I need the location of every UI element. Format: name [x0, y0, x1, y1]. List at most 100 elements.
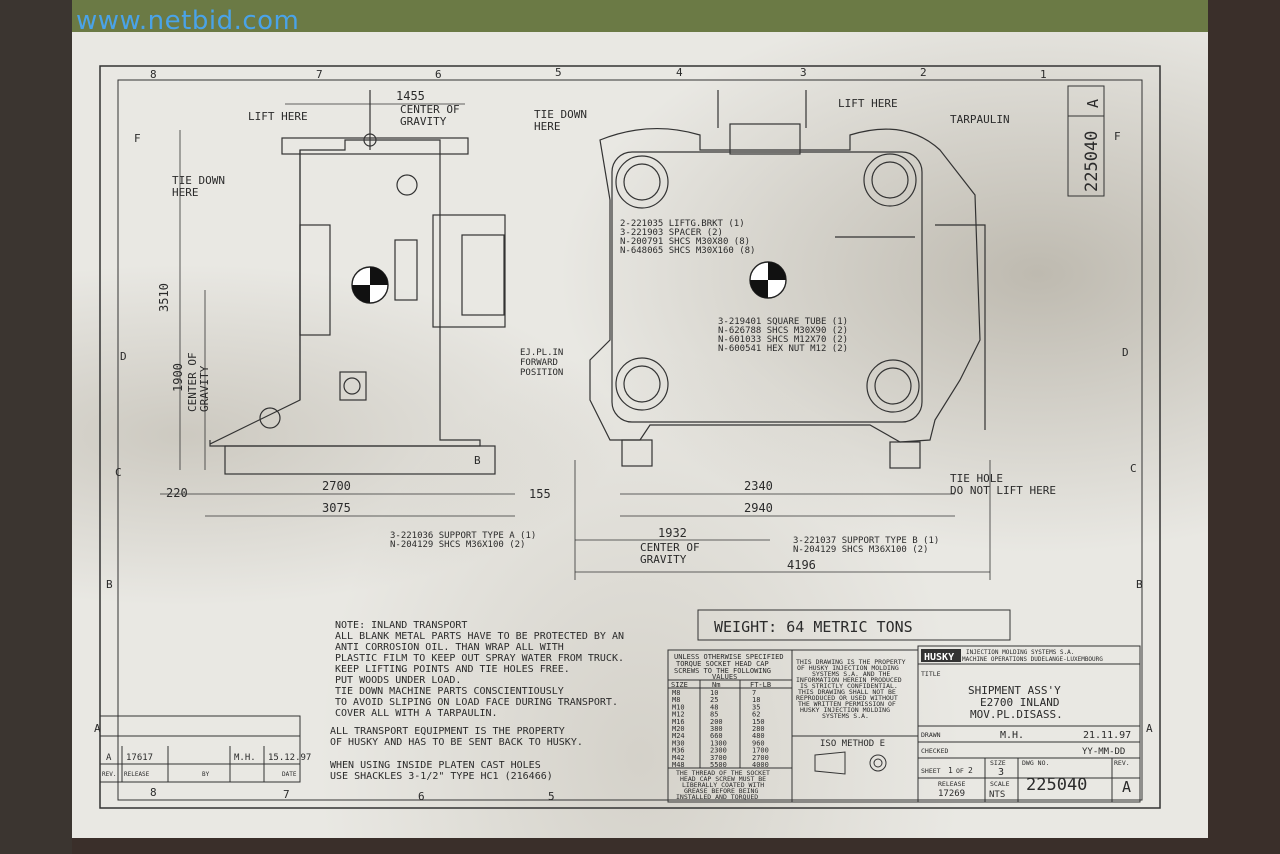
confidential-line: HUSKY INJECTION MOLDING [800, 706, 890, 714]
rev-date: 15.12.97 [268, 753, 311, 763]
note-line: NOTE: INLAND TRANSPORT [335, 620, 467, 631]
note-line: WHEN USING INSIDE PLATEN CAST HOLES [330, 760, 541, 771]
confidential-line: IS STRICTLY CONFIDENTIAL. [800, 682, 898, 690]
dim-1932: 1932 [658, 526, 687, 540]
torque-cell: M10 [672, 703, 685, 711]
zone-right: F [1114, 130, 1121, 143]
weight-label: WEIGHT: 64 METRIC TONS [714, 618, 913, 636]
torque-cell: M8 [672, 689, 680, 697]
note-line: KEEP LIFTING POINTS AND TIE HOLES FREE. [335, 664, 570, 675]
dim-155: 155 [529, 487, 551, 501]
dim-3510: 3510 [157, 283, 171, 312]
torque-cell: M36 [672, 747, 685, 755]
confidential-block: THIS DRAWING IS THE PROPERTY OF HUSKY IN… [791, 649, 919, 803]
lift-here-label-right: LIFT HERE [838, 97, 898, 110]
zone-top: 3 [800, 66, 807, 79]
torque-title: TORQUE SOCKET HEAD CAP [676, 660, 769, 668]
note-line: ALL TRANSPORT EQUIPMENT IS THE PROPERTY [330, 726, 565, 737]
zone-right: A [1146, 722, 1153, 735]
release-value: 17269 [938, 789, 965, 799]
size-label: SIZE [990, 759, 1006, 767]
of-label: OF [956, 767, 964, 775]
torque-footer: HEAD CAP SCREW MUST BE [680, 775, 766, 783]
torque-cell: 48 [710, 703, 718, 711]
torque-cell: 62 [752, 711, 760, 719]
zone-bottom: 5 [548, 790, 555, 803]
torque-cell: 200 [710, 718, 723, 726]
background-right [1208, 0, 1280, 854]
torque-cell: M30 [672, 739, 685, 747]
torque-cell: M20 [672, 725, 685, 733]
torque-cell: 2300 [710, 747, 727, 755]
tie-down-label-top: HERE [534, 120, 561, 133]
torque-cell: 4000 [752, 761, 769, 769]
torque-footer: INSTALLED AND TORQUED [676, 793, 758, 801]
torque-cell: M12 [672, 711, 685, 719]
drawing-title: MOV.PL.DISASS. [970, 708, 1063, 721]
torque-cell: 380 [710, 725, 723, 733]
note-line: TIE DOWN MACHINE PARTS CONSCIENTIOUSLY [335, 686, 564, 697]
support-b: 3-221037 SUPPORT TYPE B (1) [793, 536, 939, 546]
note-line: COVER ALL WITH A TARPAULIN. [335, 708, 498, 719]
zone-top: 6 [435, 68, 442, 81]
zone-top: 2 [920, 66, 927, 79]
tie-hole-label: TIE HOLE [950, 472, 1003, 485]
watermark: www.netbid.com [76, 6, 300, 36]
torque-cell: M24 [672, 732, 685, 740]
note-line: PUT WOODS UNDER LOAD. [335, 675, 461, 686]
rev-release: 17617 [126, 753, 153, 763]
checked-label: CHECKED [921, 747, 948, 755]
lift-here-label-left: LIFT HERE [248, 110, 308, 123]
tie-hole-label: DO NOT LIFT HERE [950, 484, 1056, 497]
outer-border [99, 65, 1161, 809]
parts-item: N-200791 SHCS M30X80 (8) [620, 237, 750, 247]
zone-left: B [106, 578, 113, 591]
support-b: N-204129 SHCS M36X100 (2) [793, 545, 928, 555]
rev-header: DATE [282, 771, 297, 778]
note-line: OF HUSKY AND HAS TO BE SENT BACK TO HUSK… [330, 737, 583, 748]
torque-cell: 10 [710, 689, 718, 697]
dwg-number: 225040 [1026, 775, 1087, 795]
cog-label-side: CENTER OF [186, 352, 199, 412]
torque-cell: 18 [752, 696, 760, 704]
torque-cell: M8 [672, 696, 680, 704]
torque-cell: 660 [710, 732, 723, 740]
center-of-gravity-side [351, 266, 389, 304]
iso-method-label: ISO METHOD E [820, 739, 885, 749]
b-marker: B [474, 454, 481, 467]
parts-item: 3-219401 SQUARE TUBE (1) [718, 317, 848, 327]
support-a: 3-221036 SUPPORT TYPE A (1) [390, 531, 536, 541]
confidential-line: SYSTEMS S.A. [822, 712, 869, 720]
parts-item: 2-221035 LIFTG.BRKT (1) [620, 219, 745, 229]
size-value: 3 [998, 767, 1004, 778]
confidential-line: SYSTEMS S.A. AND THE [812, 670, 890, 678]
transport-notes: NOTE: INLAND TRANSPORT ALL BLANK METAL P… [330, 620, 624, 782]
torque-table: UNLESS OTHERWISE SPECIFIED TORQUE SOCKET… [667, 649, 793, 803]
company-line: INJECTION MOLDING SYSTEMS S.A. [966, 649, 1074, 656]
zone-top: 7 [316, 68, 323, 81]
revision-block: A 17617 M.H. 15.12.97 REV. RELEASE BY DA… [99, 715, 311, 783]
torque-cell: 280 [752, 725, 765, 733]
confidential-line: INFORMATION HEREIN PRODUCED [796, 676, 902, 684]
drawing-title: SHIPMENT ASS'Y [968, 684, 1061, 697]
date-format: YY-MM-DD [1082, 747, 1125, 757]
zone-left: C [115, 466, 122, 479]
zone-left: D [120, 350, 127, 363]
confidential-line: OF HUSKY INJECTION MOLDING [797, 664, 899, 672]
torque-header: SIZE [671, 681, 688, 689]
side-dwg-block: 225040 A [1067, 85, 1105, 197]
side-view [209, 90, 506, 475]
scale-label: SCALE [990, 780, 1010, 788]
of-value: 2 [968, 766, 973, 775]
sheet-value: 1 [948, 766, 953, 775]
torque-cell: 5500 [710, 761, 727, 769]
title-block: HUSKY INJECTION MOLDING SYSTEMS S.A. MAC… [917, 645, 1141, 803]
zone-bottom: 6 [418, 790, 425, 803]
drawn-label: DRAWN [921, 731, 941, 739]
torque-title: VALUES [712, 673, 737, 681]
scale-value: NTS [989, 790, 1005, 800]
side-rev: A [1084, 99, 1102, 108]
zone-left: F [134, 132, 141, 145]
title-label: TITLE [921, 670, 941, 678]
